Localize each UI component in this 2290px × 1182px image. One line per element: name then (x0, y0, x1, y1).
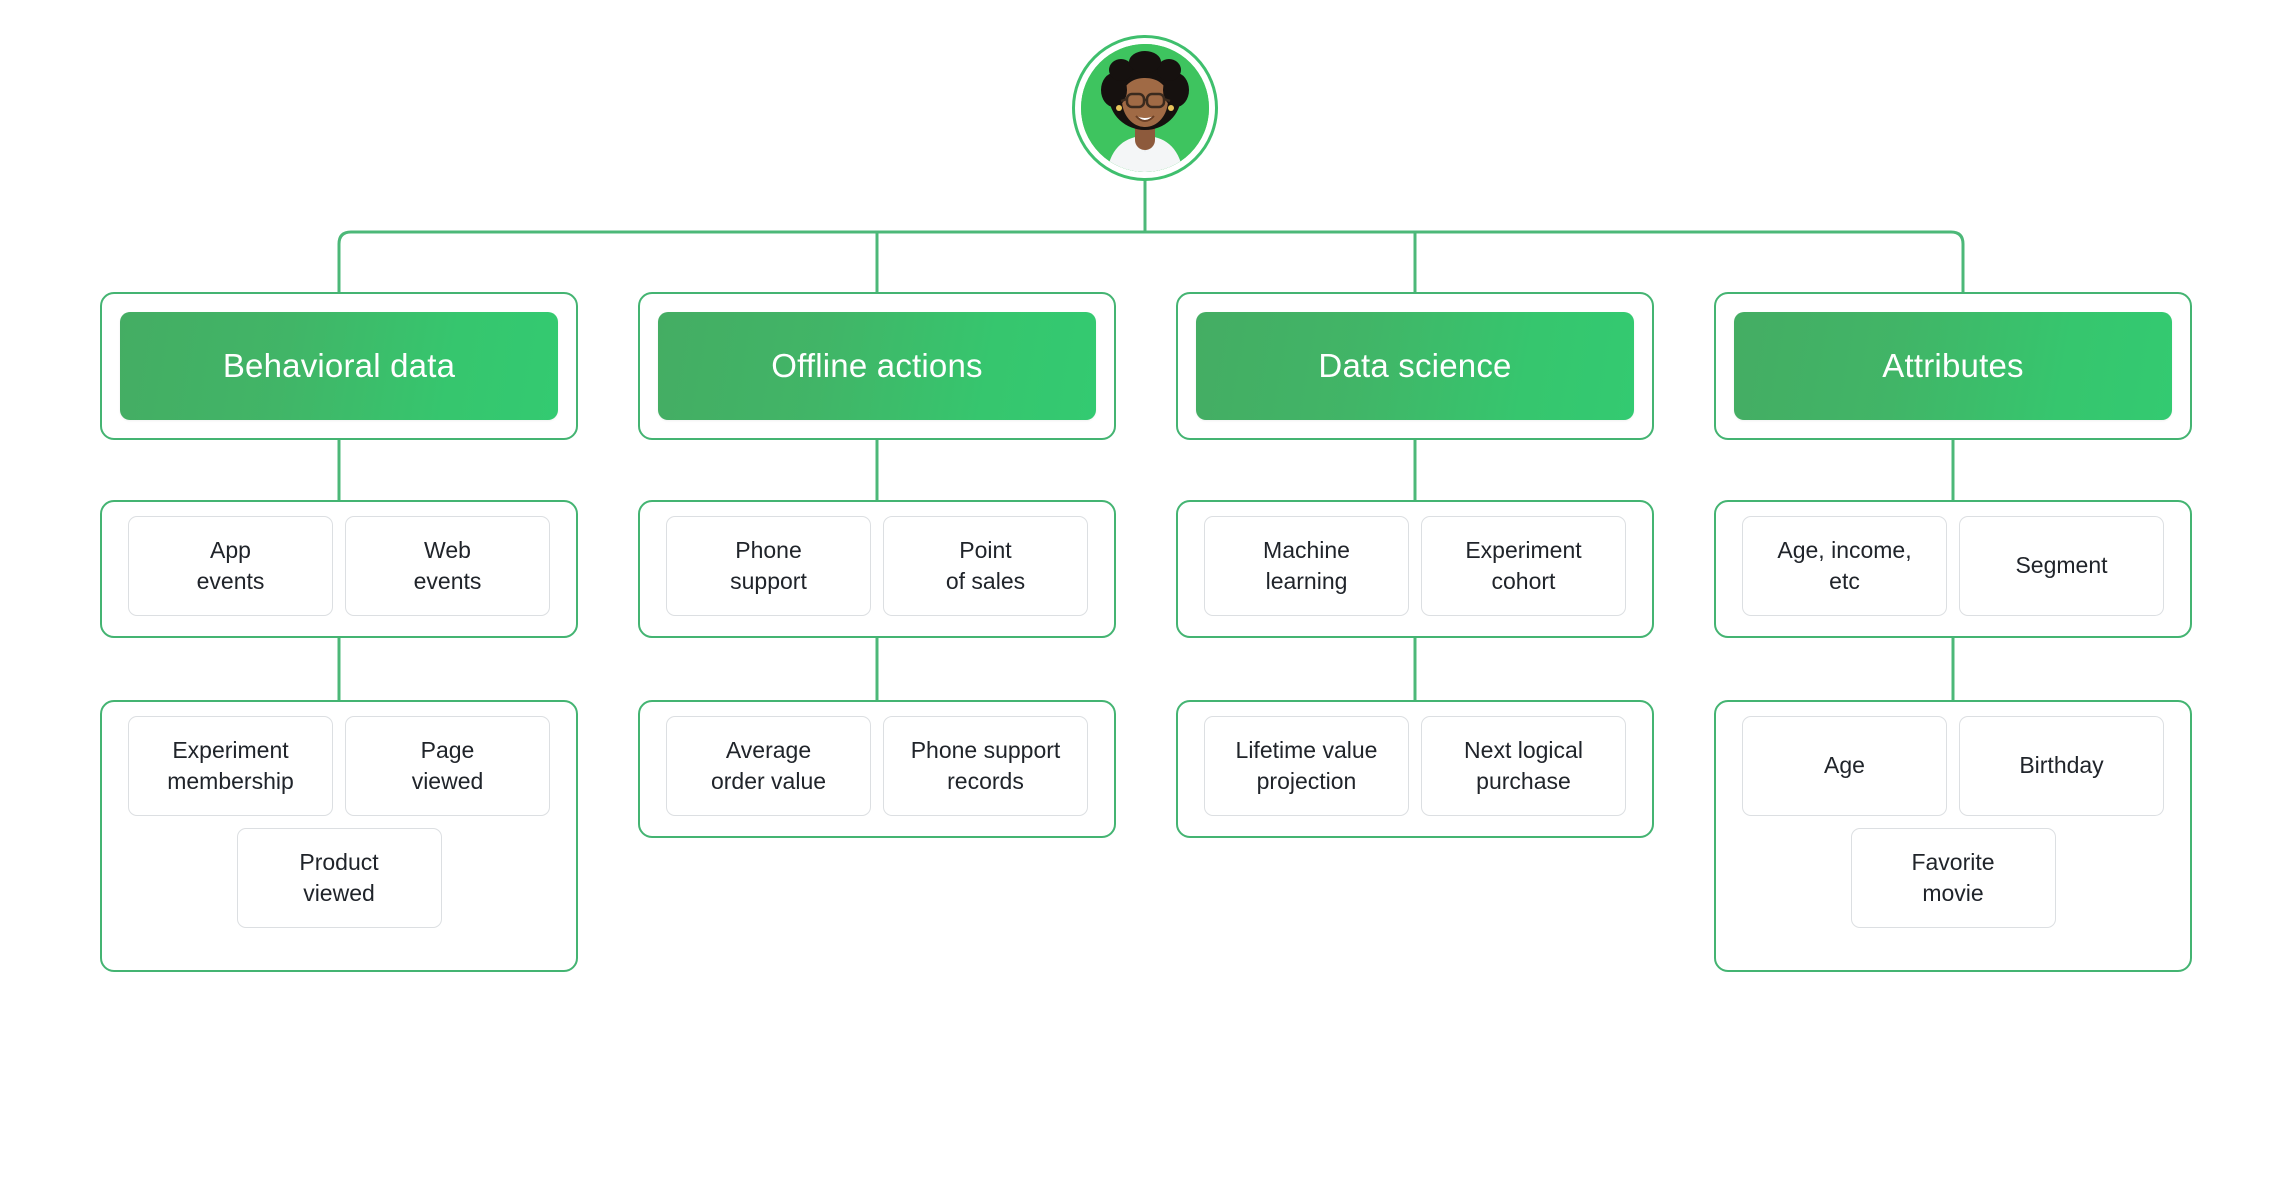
header-pill: Behavioral data (120, 312, 558, 420)
header-card-data-science[interactable]: Data science (1176, 292, 1654, 440)
connector-bus (337, 230, 1965, 294)
leaf-item[interactable]: Average order value (666, 716, 871, 816)
group-card-data-science-row-1: Machine learning Experiment cohort (1176, 500, 1654, 638)
header-title: Behavioral data (222, 346, 456, 384)
leaf-item[interactable]: Page viewed (345, 716, 550, 816)
group-card-offline-row-2: Average order value Phone support record… (638, 700, 1116, 838)
leaf-item[interactable]: Product viewed (236, 828, 442, 928)
leaf-item[interactable]: Web events (345, 516, 550, 616)
leaf-item[interactable]: Next logical purchase (1421, 716, 1626, 816)
group-card-behavioral-row-2: Experiment membership Page viewed Produc… (100, 700, 578, 972)
leaf-item[interactable]: Age (1742, 716, 1947, 816)
group-card-offline-row-1: Phone support Point of sales (638, 500, 1116, 638)
leaf-item[interactable]: Experiment cohort (1421, 516, 1626, 616)
avatar[interactable] (1072, 35, 1218, 181)
header-pill: Attributes (1734, 312, 2172, 420)
leaf-row-wrapper: Favorite movie (1730, 828, 2176, 928)
leaf-item[interactable]: Age, income, etc (1742, 516, 1947, 616)
leaf-item[interactable]: Machine learning (1204, 516, 1409, 616)
leaf-item[interactable]: Phone support records (883, 716, 1088, 816)
header-pill: Offline actions (658, 312, 1096, 420)
leaf-item[interactable]: Lifetime value projection (1204, 716, 1409, 816)
leaf-item[interactable]: Birthday (1959, 716, 2164, 816)
group-card-behavioral-row-1: App events Web events (100, 500, 578, 638)
group-card-data-science-row-2: Lifetime value projection Next logical p… (1176, 700, 1654, 838)
group-card-attributes-row-1: Age, income, etc Segment (1714, 500, 2192, 638)
leaf-item[interactable]: Phone support (666, 516, 871, 616)
leaf-row-wrapper: Product viewed (116, 828, 562, 928)
header-card-behavioral-data[interactable]: Behavioral data (100, 292, 578, 440)
leaf-item[interactable]: Favorite movie (1850, 828, 2056, 928)
header-card-offline-actions[interactable]: Offline actions (638, 292, 1116, 440)
leaf-item[interactable]: Segment (1959, 516, 2164, 616)
leaf-item[interactable]: App events (128, 516, 333, 616)
leaf-item[interactable]: Point of sales (883, 516, 1088, 616)
header-title: Attributes (1882, 346, 2024, 384)
avatar-photo-icon (1081, 44, 1209, 172)
header-pill: Data science (1196, 312, 1634, 420)
header-title: Data science (1318, 346, 1512, 384)
leaf-item[interactable]: Experiment membership (128, 716, 333, 816)
header-card-attributes[interactable]: Attributes (1714, 292, 2192, 440)
header-title: Offline actions (771, 346, 983, 384)
group-card-attributes-row-2: Age Birthday Favorite movie (1714, 700, 2192, 972)
